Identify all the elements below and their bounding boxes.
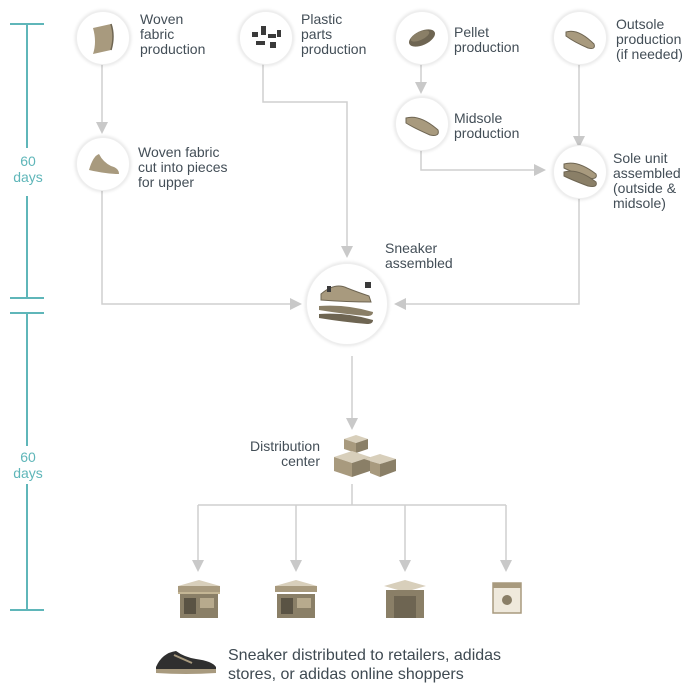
store-1	[174, 578, 224, 622]
outsole-node	[553, 11, 607, 65]
fabric-cut-label: Woven fabric cut into pieces for upper	[138, 144, 228, 190]
plastic-parts-label: Plastic parts production	[301, 11, 367, 57]
fabric-roll-icon	[93, 23, 114, 54]
browser-window-icon	[492, 582, 522, 614]
woven-fabric-node	[76, 11, 130, 65]
sneaker-icon	[156, 651, 216, 674]
midsole-icon	[405, 116, 439, 136]
pellet-label: Pellet production	[454, 24, 520, 55]
phase1-duration-label: 60 days	[13, 153, 43, 185]
storefront-icon	[275, 580, 317, 618]
sole-unit-icon	[563, 162, 597, 187]
midsole-node	[395, 97, 449, 151]
sneaker-exploded-icon	[319, 282, 373, 324]
online-shop	[490, 580, 524, 616]
outsole-label: Outsole production (if needed)	[616, 16, 683, 62]
midsole-label: Midsole production	[454, 110, 520, 141]
sneaker-assembled-node	[306, 263, 388, 345]
pellet-icon	[408, 29, 436, 47]
pellet-node	[395, 11, 449, 65]
plastic-parts-node	[239, 11, 293, 65]
distribution-center-node	[330, 435, 400, 485]
store-3	[380, 578, 430, 622]
shoe-upper-icon	[89, 154, 119, 174]
outsole-icon	[565, 30, 595, 49]
plastic-parts-icon	[252, 26, 281, 48]
fabric-cut-node	[76, 137, 130, 191]
store-2	[271, 578, 321, 622]
sole-unit-node	[553, 145, 607, 199]
storefront-icon	[178, 580, 220, 618]
woven-fabric-label: Woven fabric production	[140, 11, 206, 57]
distribution-center-label: Distribution center	[249, 438, 320, 469]
phase2-duration-label: 60 days	[13, 449, 43, 481]
sole-unit-label: Sole unit assembled (outside & midsole)	[613, 150, 681, 211]
warehouse-store-icon	[384, 580, 426, 618]
sneaker-icon-wrapper	[152, 643, 220, 677]
footer-caption: Sneaker distributed to retailers, adidas…	[228, 647, 502, 683]
sneaker-assembled-label: Sneaker assembled	[385, 240, 453, 271]
boxes-icon	[334, 435, 396, 477]
